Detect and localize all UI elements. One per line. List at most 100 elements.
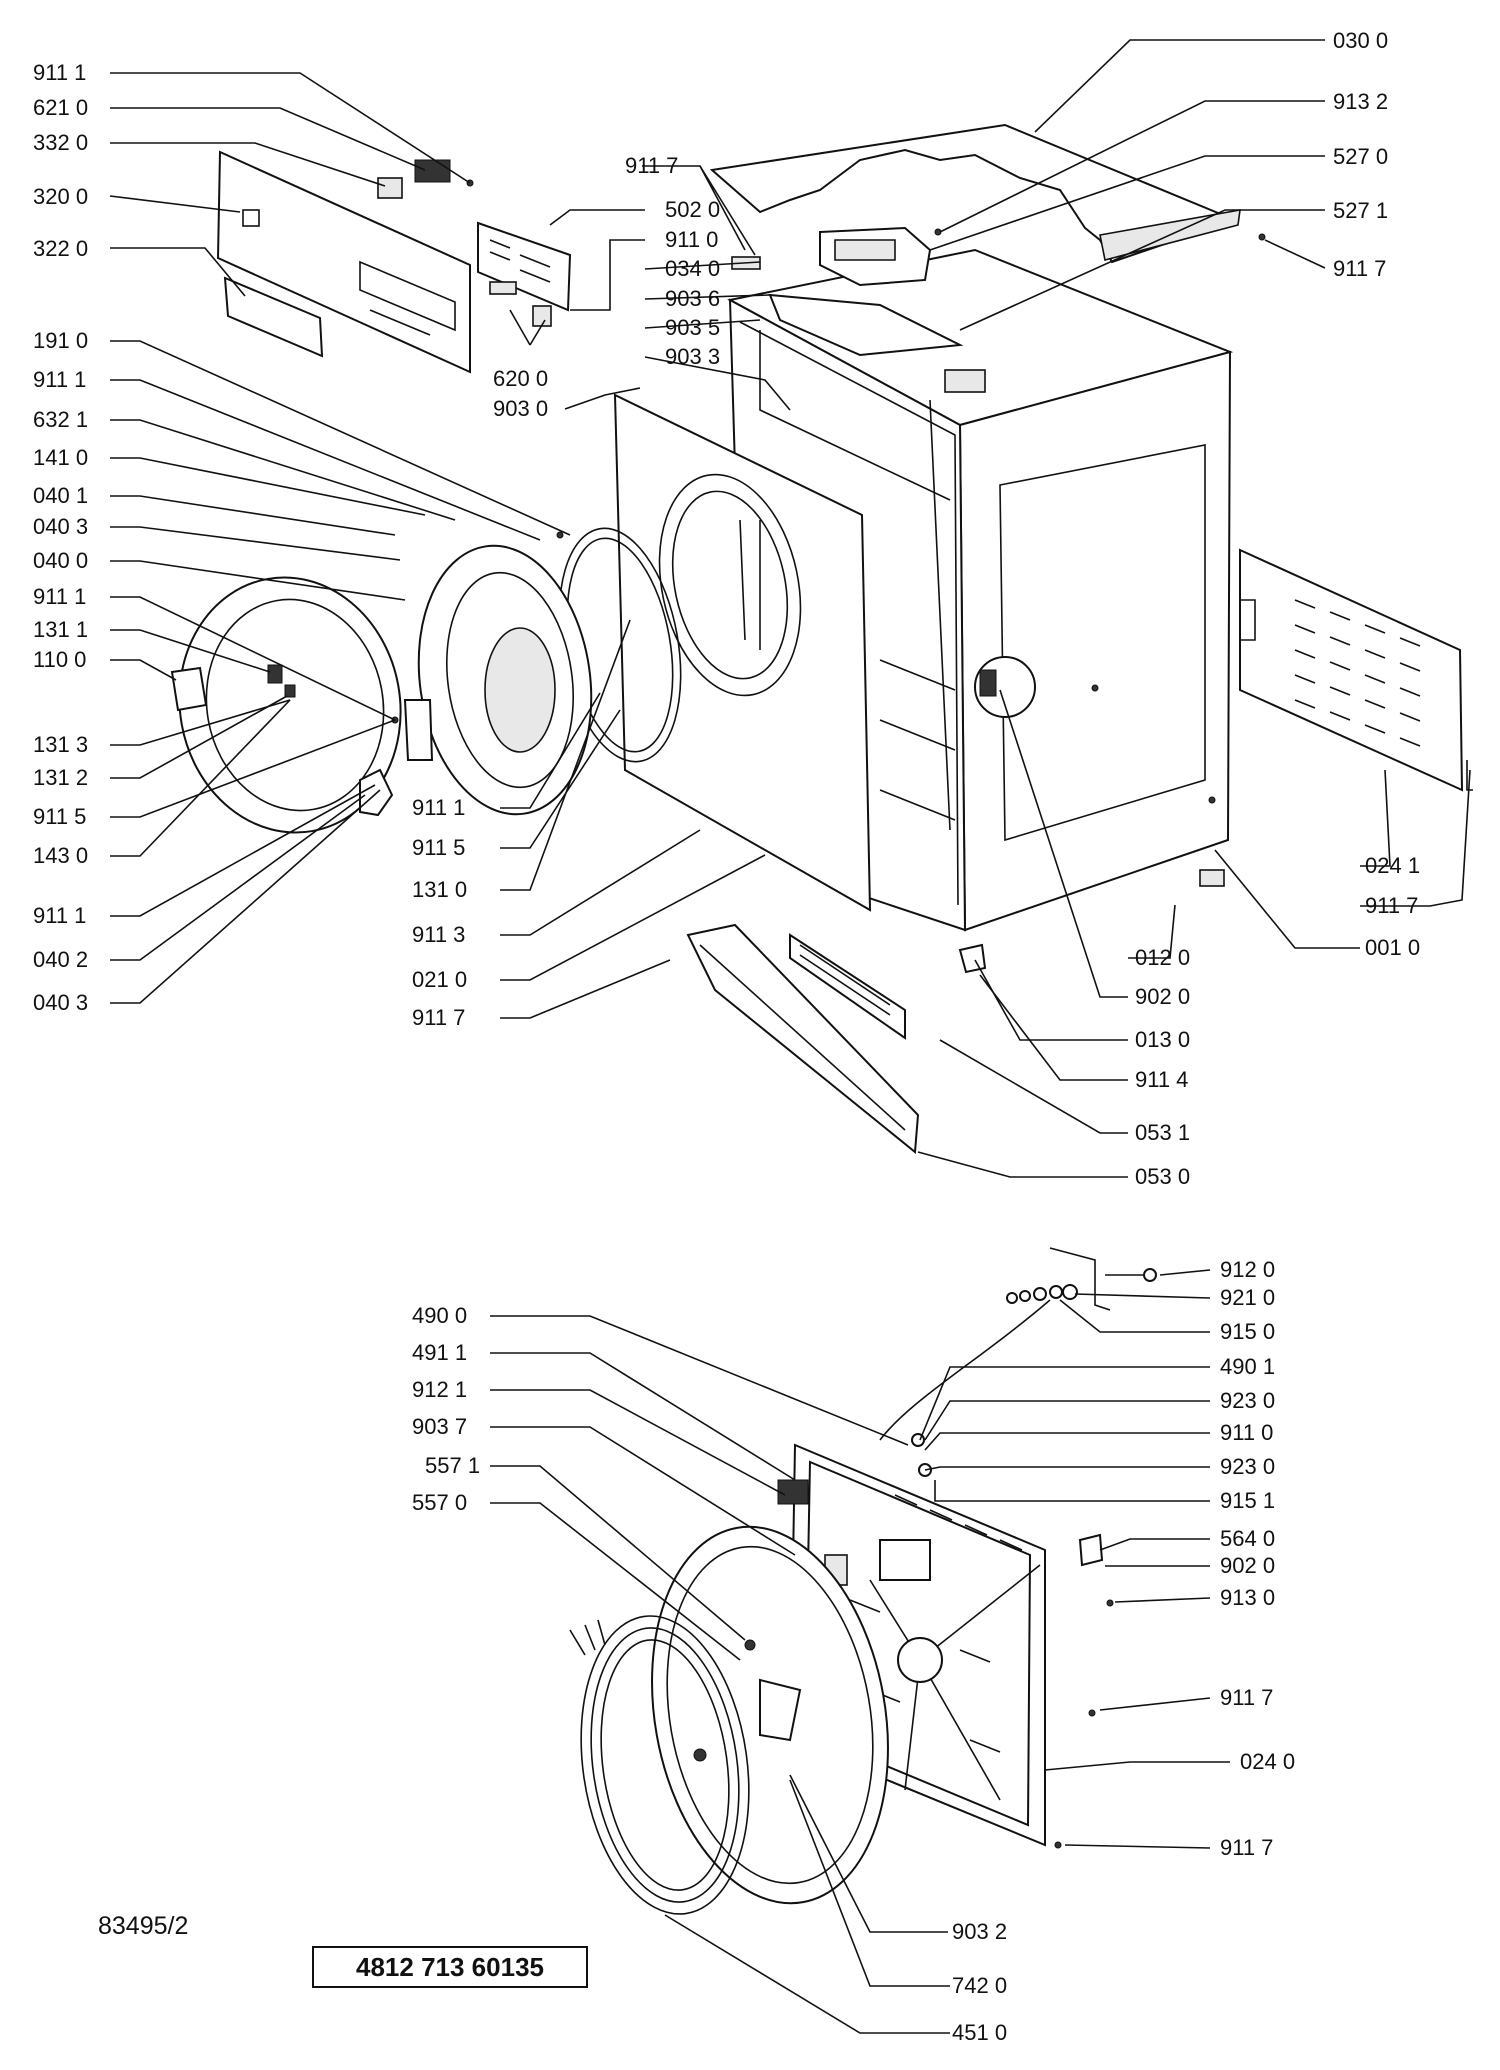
bracket-902-icon [979, 669, 997, 697]
callout-131-3: 131 3 [33, 732, 88, 757]
callout-490-1: 490 1 [1220, 1354, 1275, 1379]
lock-131 [267, 664, 283, 684]
callout-923-0: 923 0 [1220, 1388, 1275, 1413]
callout-013-0: 013 0 [1135, 1027, 1190, 1052]
bolt-912 [1143, 1268, 1157, 1282]
callout-040-0: 040 0 [33, 548, 88, 573]
callout-903-3: 903 3 [665, 344, 720, 369]
handle-110 [170, 666, 208, 712]
rear-grille-panel [1239, 548, 1464, 792]
callout-911-7: 911 7 [625, 153, 678, 178]
drum-hub [897, 1637, 943, 1683]
callout-141-0: 141 0 [33, 445, 88, 470]
callout-742-0: 742 0 [952, 1973, 1007, 1998]
callout-915-0: 915 0 [1220, 1319, 1275, 1344]
callout-911-3: 911 3 [412, 922, 465, 947]
callout-527-0: 527 0 [1333, 144, 1388, 169]
callout-024-1: 024 1 [1365, 853, 1420, 878]
plinth-053 [686, 923, 920, 1154]
callout-034-0: 034 0 [665, 256, 720, 281]
front-panel [613, 393, 872, 912]
door-glass-141 [417, 544, 593, 816]
callout-131-2: 131 2 [33, 765, 88, 790]
callout-332-0: 332 0 [33, 130, 88, 155]
callout-632-1: 632 1 [33, 407, 88, 432]
callout-923-0: 923 0 [1220, 1454, 1275, 1479]
top-cover [709, 123, 1241, 264]
callout-911-7: 911 7 [1365, 893, 1418, 918]
clip-013 [958, 943, 987, 974]
callout-621-0: 621 0 [33, 95, 88, 120]
callout-322-0: 322 0 [33, 236, 88, 261]
callout-320-0: 320 0 [33, 184, 88, 209]
callout-903-7: 903 7 [412, 1414, 467, 1439]
callout-902-0: 902 0 [1220, 1553, 1275, 1578]
callout-030-0: 030 0 [1333, 28, 1388, 53]
callout-040-2: 040 2 [33, 947, 88, 972]
callout-913-0: 913 0 [1220, 1585, 1275, 1610]
callout-903-5: 903 5 [665, 315, 720, 340]
callout-911-7: 911 7 [1220, 1835, 1273, 1860]
control-cover-strip [223, 276, 324, 358]
callout-903-2: 903 2 [952, 1919, 1007, 1944]
callout-021-0: 021 0 [412, 967, 467, 992]
control-panel-fascia [216, 150, 471, 374]
callout-921-0: 921 0 [1220, 1285, 1275, 1310]
upper-assembly [170, 123, 1473, 1154]
callout-053-0: 053 0 [1135, 1164, 1190, 1189]
callout-527-1: 527 1 [1333, 198, 1388, 223]
callout-191-0: 191 0 [33, 328, 88, 353]
washers-921 [1006, 1284, 1078, 1304]
callout-911-4: 911 4 [1135, 1067, 1188, 1092]
electronic-board [477, 221, 572, 327]
callout-915-1: 915 1 [1220, 1488, 1275, 1513]
callout-911-5: 911 5 [33, 804, 86, 829]
callout-912-1: 912 1 [412, 1377, 467, 1402]
door-hinge [403, 699, 434, 761]
callout-911-0: 911 0 [665, 227, 718, 252]
door-frame-143 [178, 576, 402, 834]
callout-110-0: 110 0 [33, 647, 86, 672]
heating-element [569, 1615, 750, 1915]
callout-491-1: 491 1 [412, 1340, 467, 1365]
switch-bracket [414, 159, 451, 183]
callout-040-3: 040 3 [33, 514, 88, 539]
callout-564-0: 564 0 [1220, 1526, 1275, 1551]
callout-143-0: 143 0 [33, 843, 88, 868]
knob-holder [377, 177, 403, 199]
callout-451-0: 451 0 [952, 2020, 1007, 2045]
callout-911-7: 911 7 [1220, 1685, 1273, 1710]
callout-911-1: 911 1 [33, 903, 86, 928]
diagram-code: 83495/2 [98, 1912, 189, 1940]
heater-block-564 [879, 1539, 931, 1581]
callout-911-1: 911 1 [33, 584, 86, 609]
callout-labels: 911 1 621 0 332 0 320 0 322 0 191 0 911 … [33, 28, 1420, 2045]
callout-911-7: 911 7 [1333, 256, 1386, 281]
hose-bracket-903 [768, 293, 964, 357]
callout-557-1: 557 1 [425, 1453, 480, 1478]
callout-131-1: 131 1 [33, 617, 88, 642]
callout-053-1: 053 1 [1135, 1120, 1190, 1145]
callout-040-3: 040 3 [33, 990, 88, 1015]
bracket-902-lower [1078, 1533, 1104, 1567]
part-number-box: 4812 713 60135 [312, 1946, 588, 1988]
callout-911-1: 911 1 [412, 795, 465, 820]
callout-490-0: 490 0 [412, 1303, 467, 1328]
callout-620-0: 620 0 [493, 366, 548, 391]
leader-lines [109, 39, 1471, 2034]
terminal-491 [777, 1479, 809, 1505]
tub-slots [849, 1494, 1023, 1753]
foot-012 [1199, 869, 1225, 887]
callout-911-1: 911 1 [33, 60, 86, 85]
callout-557-0: 557 0 [412, 1490, 467, 1515]
callout-911-0: 911 0 [1220, 1420, 1273, 1445]
callout-913-2: 913 2 [1333, 89, 1388, 114]
callout-024-0: 024 0 [1240, 1749, 1295, 1774]
callout-902-0: 902 0 [1135, 984, 1190, 1009]
seal-903-3 [944, 369, 986, 393]
lower-assembly [569, 1247, 1157, 1915]
callout-131-0: 131 0 [412, 877, 467, 902]
callout-911-7: 911 7 [412, 1005, 465, 1030]
callout-012-0: 012 0 [1135, 945, 1190, 970]
